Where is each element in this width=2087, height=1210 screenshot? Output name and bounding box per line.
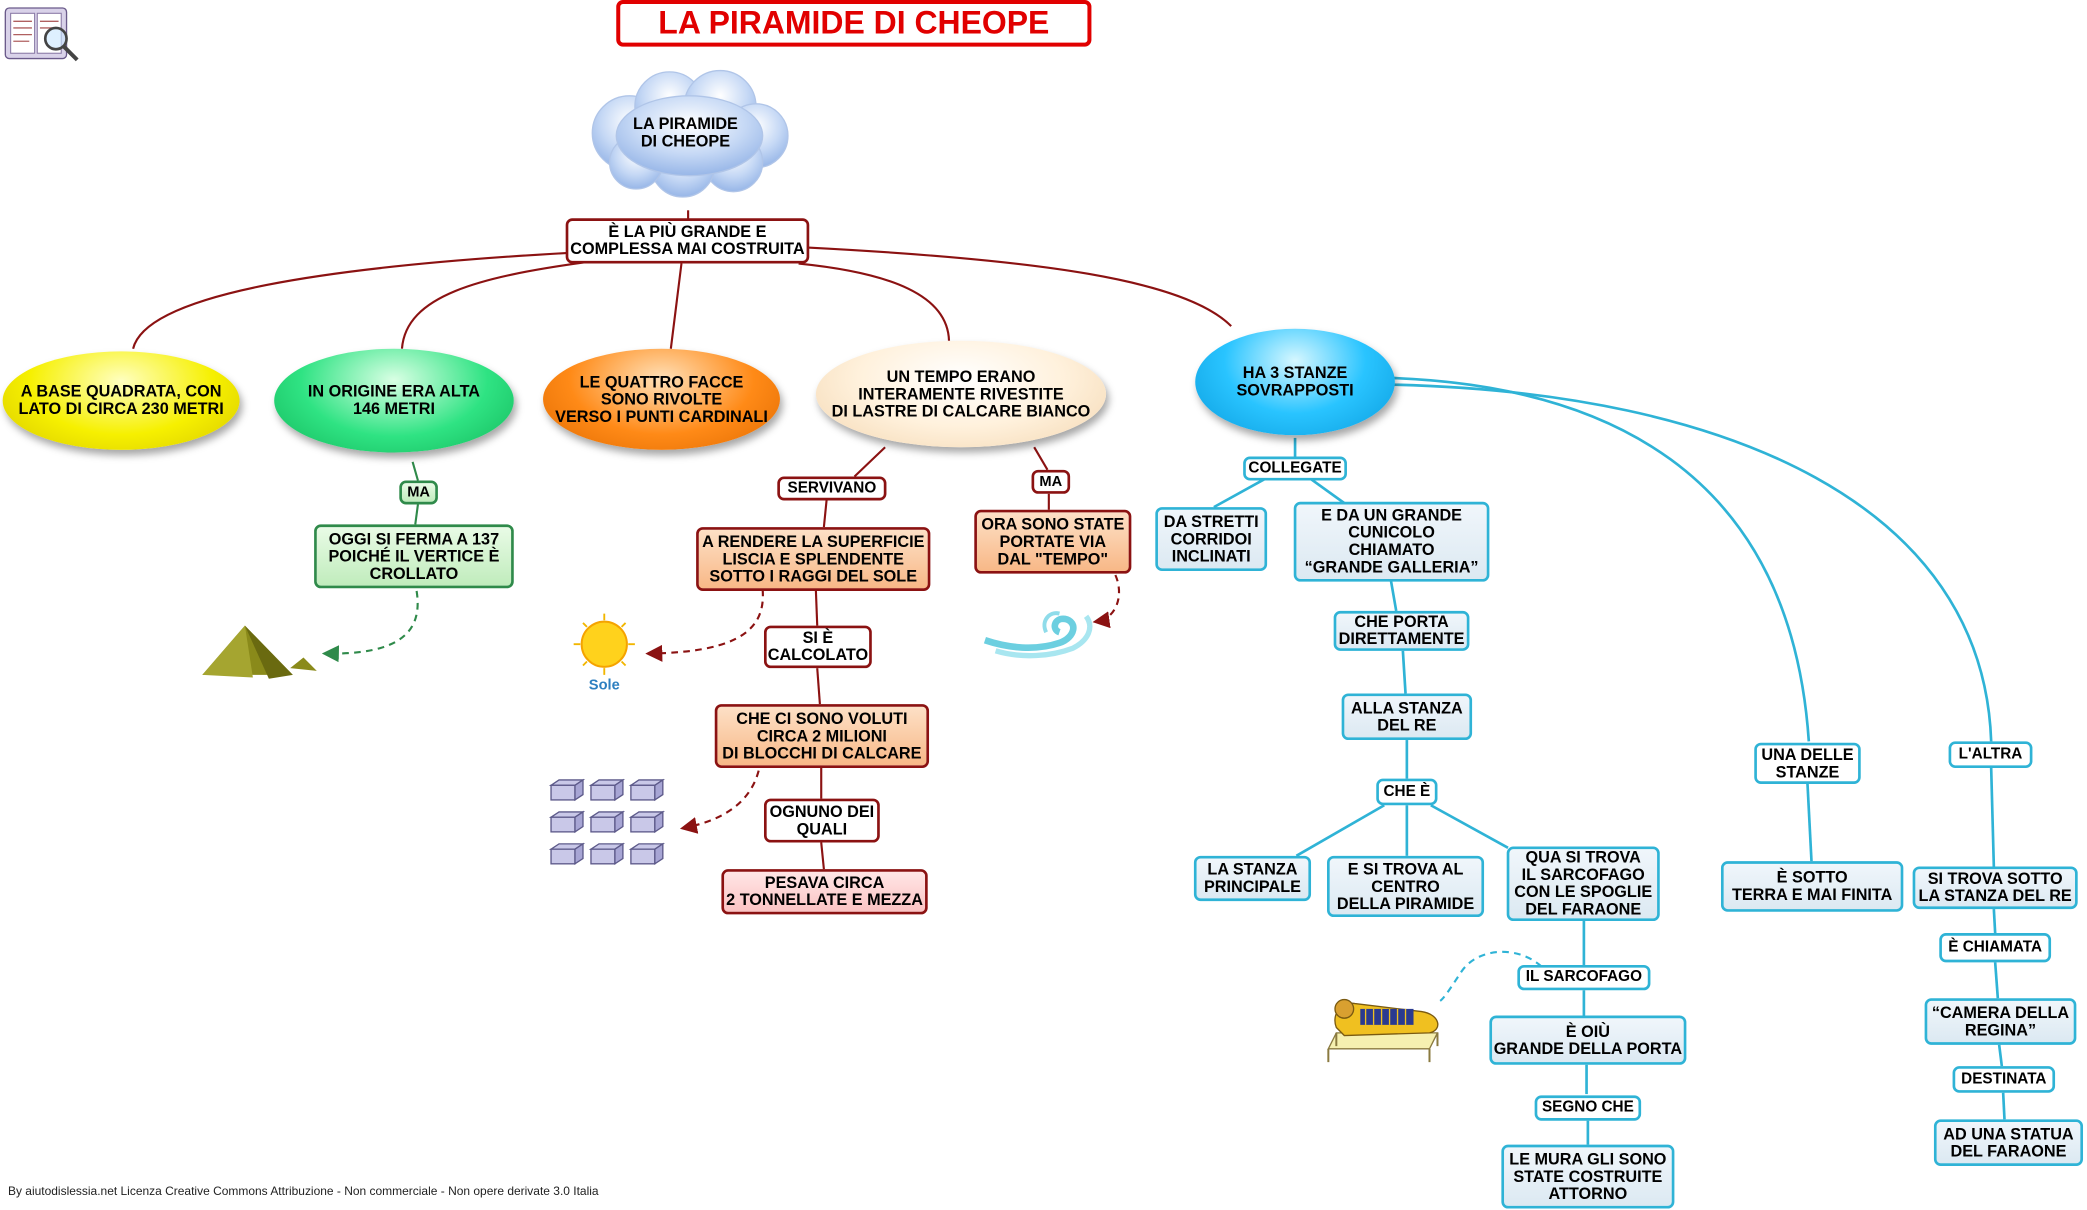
sarcophagus-icon	[1318, 956, 1451, 1074]
central-topic[interactable]: LA PIRAMIDE DI CHEOPE	[633, 114, 738, 151]
node-faces[interactable]: LE QUATTRO FACCE SONO RIVOLTE VERSO I PU…	[543, 348, 780, 450]
node-one-room[interactable]: UNA DELLE STANZE	[1754, 742, 1861, 784]
node-base[interactable]: A BASE QUADRATA, CON LATO DI CIRCA 230 M…	[2, 351, 240, 450]
sun-label: Sole	[588, 676, 620, 693]
node-center[interactable]: E SI TROVA AL CENTRO DELLA PIRAMIDE	[1327, 855, 1485, 918]
node-each[interactable]: OGNUNO DEI QUALI	[763, 798, 880, 843]
label-servivano[interactable]: SERVIVANO	[777, 476, 887, 501]
node-king-room[interactable]: ALLA STANZA DEL RE	[1341, 693, 1473, 741]
node-leads[interactable]: CHE PORTA DIRETTAMENTE	[1333, 610, 1470, 651]
stone-blocks-icon	[548, 777, 670, 879]
node-rooms[interactable]: HA 3 STANZE SOVRAPPOSTI	[1195, 328, 1395, 436]
wind-icon	[982, 606, 1095, 669]
node-gallery[interactable]: E DA UN GRANDE CUNICOLO CHIAMATO “GRANDE…	[1293, 501, 1490, 582]
node-today[interactable]: OGGI SI FERMA A 137 POICHÉ IL VERTICE È …	[314, 524, 514, 589]
label-sarcophagus[interactable]: IL SARCOFAGO	[1517, 964, 1651, 991]
node-height[interactable]: IN ORIGINE ERA ALTA 146 METRI	[274, 348, 514, 453]
node-statue[interactable]: AD UNA STATUA DEL FARAONE	[1933, 1119, 2084, 1166]
cloud-shape	[576, 67, 796, 207]
node-covering[interactable]: UN TEMPO ERANO INTERAMENTE RIVESTITE DI …	[815, 340, 1107, 448]
page-title: LA PIRAMIDE DI CHEOPE	[616, 0, 1092, 47]
node-wider[interactable]: È OIÙ GRANDE DELLA PORTA	[1489, 1015, 1687, 1065]
node-weight[interactable]: PESAVA CIRCA 2 TONNELLATE E MEZZA	[721, 869, 928, 915]
node-main-room[interactable]: LA STANZA PRINCIPALE	[1193, 855, 1312, 902]
node-render[interactable]: A RENDERE LA SUPERFICIE LISCIA E SPLENDE…	[696, 527, 931, 591]
label-destined[interactable]: DESTINATA	[1952, 1066, 2056, 1093]
node-removed[interactable]: ORA SONO STATE PORTATE VIA DAL "TEMPO"	[974, 509, 1132, 574]
sun-icon	[572, 612, 639, 683]
node-corridors[interactable]: DA STRETTI CORRIDOI INCLINATI	[1155, 507, 1268, 571]
label-sign[interactable]: SEGNO CHE	[1534, 1095, 1642, 1121]
license-footer: By aiutodislessia.net Licenza Creative C…	[7, 1184, 599, 1198]
book-magnifier-icon	[3, 3, 83, 71]
label-other[interactable]: L'ALTRA	[1948, 741, 2033, 768]
label-collegate[interactable]: COLLEGATE	[1243, 456, 1347, 481]
node-queen[interactable]: “CAMERA DELLA REGINA”	[1924, 998, 2077, 1045]
label-che-e[interactable]: CHE È	[1376, 778, 1438, 806]
node-main-claim[interactable]: È LA PIÙ GRANDE E COMPLESSA MAI COSTRUIT…	[565, 218, 810, 264]
node-sarcophagus-here[interactable]: QUA SI TROVA IL SARCOFAGO CON LE SPOGLIE…	[1506, 846, 1660, 922]
node-below-king[interactable]: SI TROVA SOTTO LA STANZA DEL RE	[1912, 866, 2078, 910]
node-calculated[interactable]: SI È CALCOLATO	[763, 625, 872, 669]
node-underground[interactable]: È SOTTO TERRA E MAI FINITA	[1720, 861, 1904, 912]
node-walls[interactable]: LE MURA GLI SONO STATE COSTRUITE ATTORNO	[1501, 1144, 1675, 1209]
pyramid-icon	[200, 615, 320, 688]
label-called[interactable]: È CHIAMATA	[1939, 933, 2052, 963]
label-ma-1[interactable]: MA	[399, 480, 438, 505]
node-blocks[interactable]: CHE CI SONO VOLUTI CIRCA 2 MILIONI DI BL…	[714, 704, 930, 768]
label-ma-2[interactable]: MA	[1031, 469, 1071, 494]
